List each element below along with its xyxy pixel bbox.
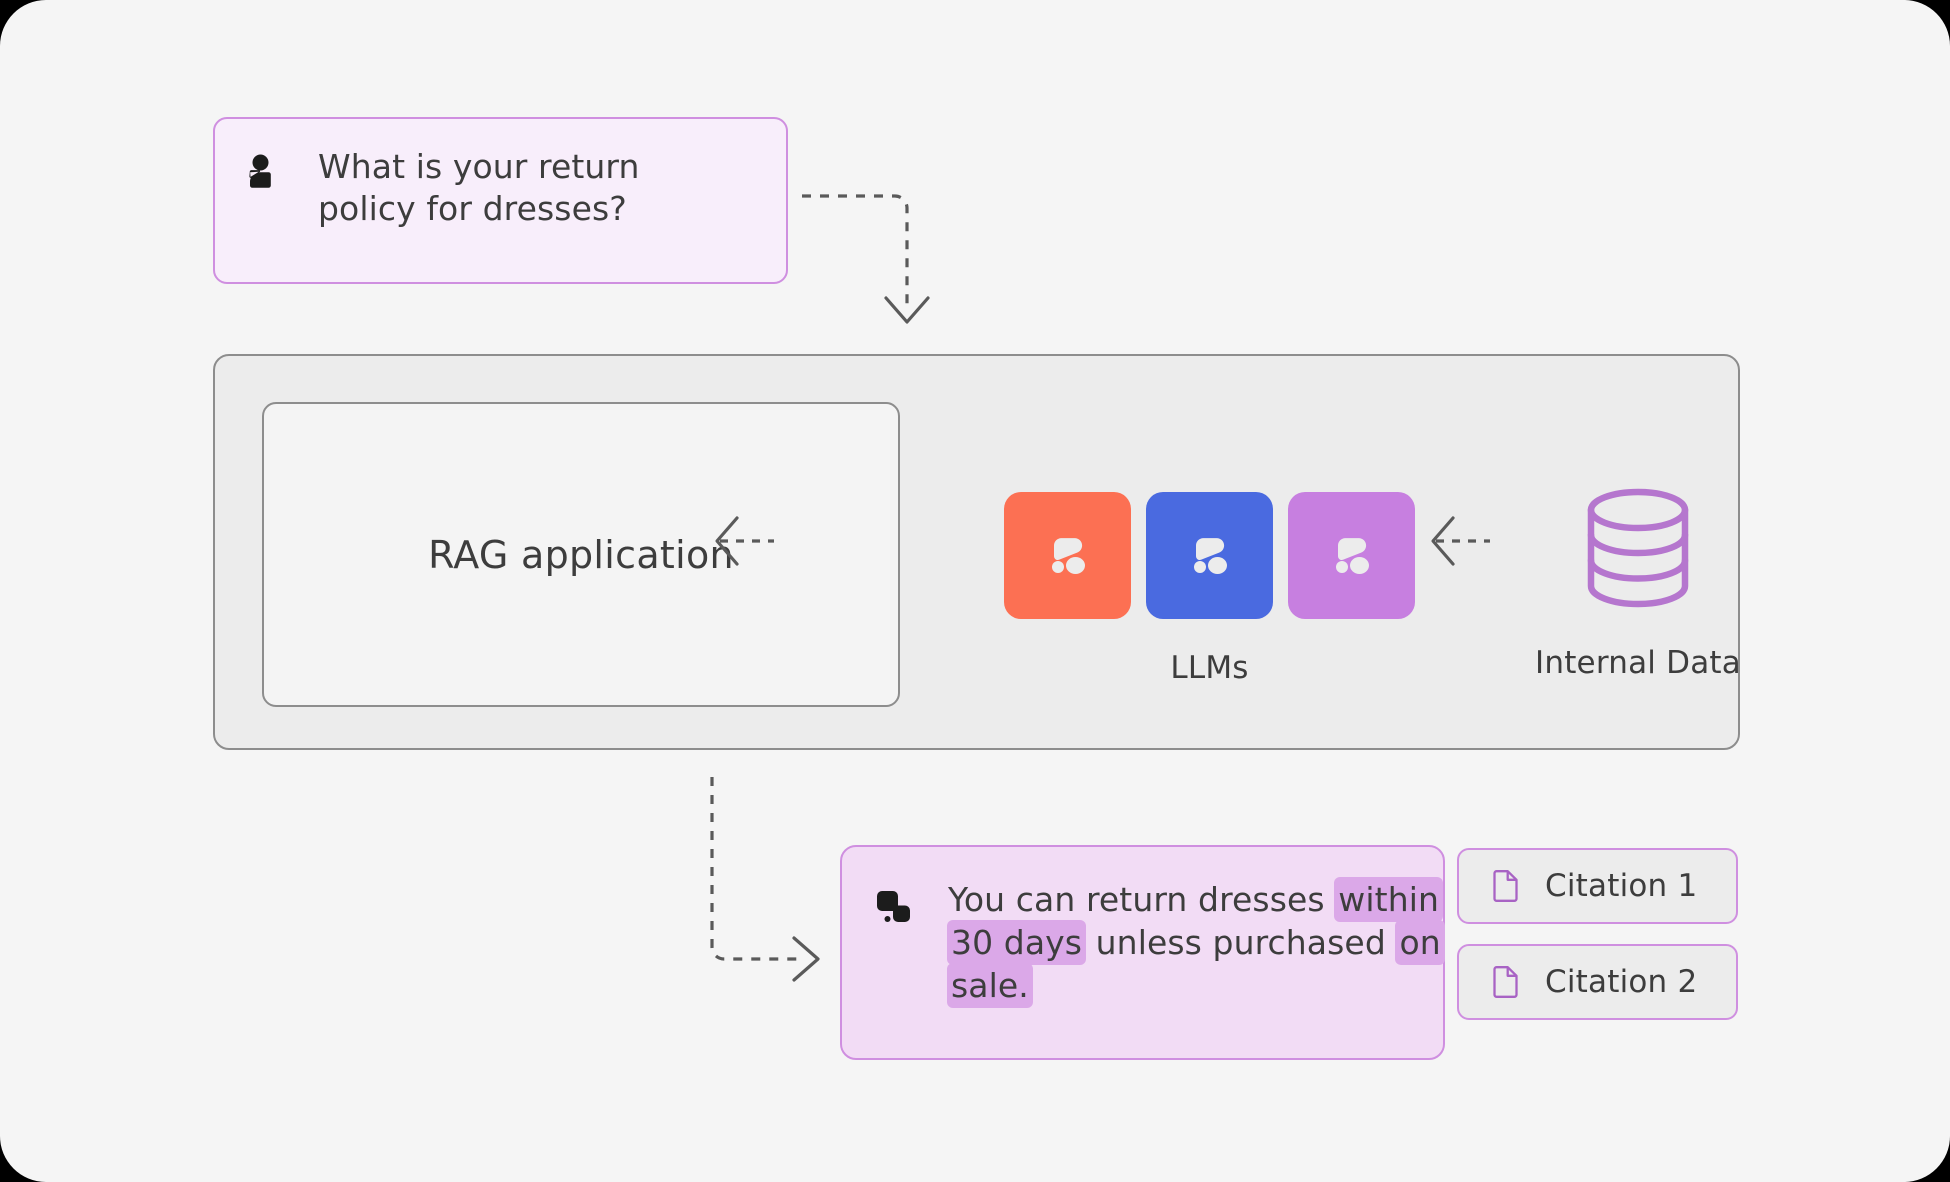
connector-question-to-panel [800,180,980,364]
document-icon [1492,966,1519,998]
rag-application-box[interactable]: RAG application [262,402,900,707]
llm-tile-orange[interactable] [1004,492,1131,619]
answer-bubble[interactable]: You can return dresses within 30 days un… [840,845,1445,1060]
arrow-data-to-llms [1428,513,1498,573]
citation-list: Citation 1 Citation 2 [1457,848,1738,1020]
internal-data-label: Internal Data [1535,645,1741,681]
answer-text: You can return dresses within 30 days un… [947,877,1445,1008]
question-bubble[interactable]: What is your return policy for dresses? [213,117,788,284]
rag-application-label: RAG application [428,532,734,577]
citation-label-2: Citation 2 [1545,964,1698,1000]
answer-segment-plain-2: unless purchased [1085,922,1397,962]
llms-group: LLMs [1004,492,1415,686]
chat-bot-icon [875,888,915,928]
llm-tile-blue[interactable] [1146,492,1273,619]
citation-label-1: Citation 1 [1545,868,1698,904]
internal-data-group: Internal Data [1513,487,1763,681]
question-text: What is your return policy for dresses? [318,147,640,229]
arrow-llms-to-app [712,513,782,573]
llm-tile-list [1004,492,1415,619]
citation-item-2[interactable]: Citation 2 [1457,944,1738,1020]
rag-panel: RAG application [213,354,1740,750]
answer-segment-plain-1: You can return dresses [948,880,1336,919]
llm-tile-purple[interactable] [1288,492,1415,619]
citation-item-1[interactable]: Citation 1 [1457,848,1738,924]
user-icon [245,154,281,190]
database-cylinder-icon [1513,487,1763,609]
llms-label: LLMs [1170,650,1249,686]
document-icon [1492,870,1519,902]
